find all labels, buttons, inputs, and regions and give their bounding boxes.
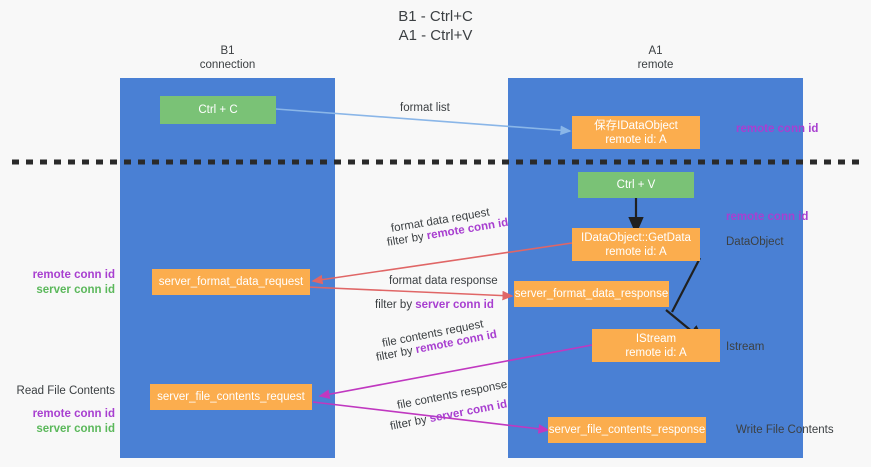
diagram-title: B1 - Ctrl+C A1 - Ctrl+V (0, 7, 871, 45)
annotation-right-dataobject: DataObject (726, 235, 784, 250)
filter-key-server-conn-id: server conn id (415, 299, 494, 311)
box-server-file-contents-response[interactable]: server_file_contents_response (548, 417, 706, 443)
annotation-right-remote-conn-id-mid-text: remote conn id (726, 211, 809, 223)
lane-header-b1: B1 connection (120, 44, 335, 72)
box-save-idataobject[interactable]: 保存IDataObject remote id: A (572, 116, 700, 149)
annotation-left-remote-conn-id-mid: remote conn id (32, 269, 115, 281)
lane-header-a1-name: A1 (648, 45, 663, 57)
box-server-file-contents-request-label: server_file_contents_request (157, 391, 305, 403)
box-istream[interactable]: IStream remote id: A (592, 329, 720, 362)
box-ctrl-v[interactable]: Ctrl + V (578, 172, 694, 198)
box-istream-line-1: IStream (635, 332, 677, 345)
edge-label-format-list: format list (400, 101, 450, 116)
box-server-file-contents-response-label: server_file_contents_response (548, 424, 706, 436)
box-server-file-contents-request[interactable]: server_file_contents_request (150, 384, 312, 410)
box-ctrl-v-label: Ctrl + V (616, 179, 656, 191)
annotation-left-server-conn-id-bottom: server conn id (36, 423, 115, 435)
annotation-left-server-conn-id-mid: server conn id (36, 284, 115, 296)
annotation-right-istream: Istream (726, 340, 764, 355)
annotation-right-write-file-contents-text: Write File Contents (736, 424, 834, 436)
filter-prefix-2: filter by (375, 299, 416, 311)
box-getdata-line-1: IDataObject::GetData (581, 231, 691, 244)
annotation-left-read-file-contents: Read File Contents (16, 385, 115, 397)
box-ctrl-c-label: Ctrl + C (198, 104, 238, 116)
box-server-format-data-response-label: server_format_data_response (514, 288, 669, 300)
annotation-left-bottom-group: Read File Contents remote conn id server… (0, 384, 115, 437)
lane-header-a1-role: remote (637, 59, 674, 71)
annotation-right-remote-conn-id-mid: remote conn id (726, 210, 808, 225)
title-line-2: A1 - Ctrl+V (398, 27, 473, 44)
annotation-right-dataobject-text: DataObject (726, 236, 784, 248)
edge-label-format-data-response-filter: filter by server conn id (375, 298, 494, 313)
edge-label-format-list-text: format list (400, 102, 450, 114)
annotation-left-mid-group: remote conn id server conn id (0, 268, 115, 298)
annotation-right-remote-conn-id-top-text: remote conn id (736, 123, 819, 135)
box-ctrl-c[interactable]: Ctrl + C (160, 96, 276, 124)
box-idataobject-getdata[interactable]: IDataObject::GetData remote id: A (572, 228, 700, 261)
box-server-format-data-response[interactable]: server_format_data_response (514, 281, 669, 307)
lane-header-b1-name: B1 (220, 45, 235, 57)
annotation-right-remote-conn-id-top: remote conn id (736, 122, 818, 137)
edge-label-format-data-response: format data response (389, 274, 498, 289)
box-save-idataobject-line-1: 保存IDataObject (594, 119, 678, 132)
filter-prefix-4: filter by (389, 413, 432, 433)
box-save-idataobject-line-2: remote id: A (605, 133, 667, 146)
box-getdata-line-2: remote id: A (605, 245, 667, 258)
title-line-1: B1 - Ctrl+C (398, 8, 473, 25)
box-istream-line-2: remote id: A (625, 346, 687, 359)
box-server-format-data-request[interactable]: server_format_data_request (152, 269, 310, 295)
box-server-format-data-request-label: server_format_data_request (158, 276, 304, 288)
annotation-right-istream-text: Istream (726, 341, 765, 353)
lane-header-a1: A1 remote (508, 44, 803, 72)
filter-prefix-3: filter by (375, 344, 418, 364)
edge-label-format-data-response-text: format data response (389, 275, 498, 287)
annotation-right-write-file-contents: Write File Contents (736, 423, 834, 438)
lane-header-b1-role: connection (199, 59, 256, 71)
annotation-left-remote-conn-id-bottom: remote conn id (32, 408, 115, 420)
